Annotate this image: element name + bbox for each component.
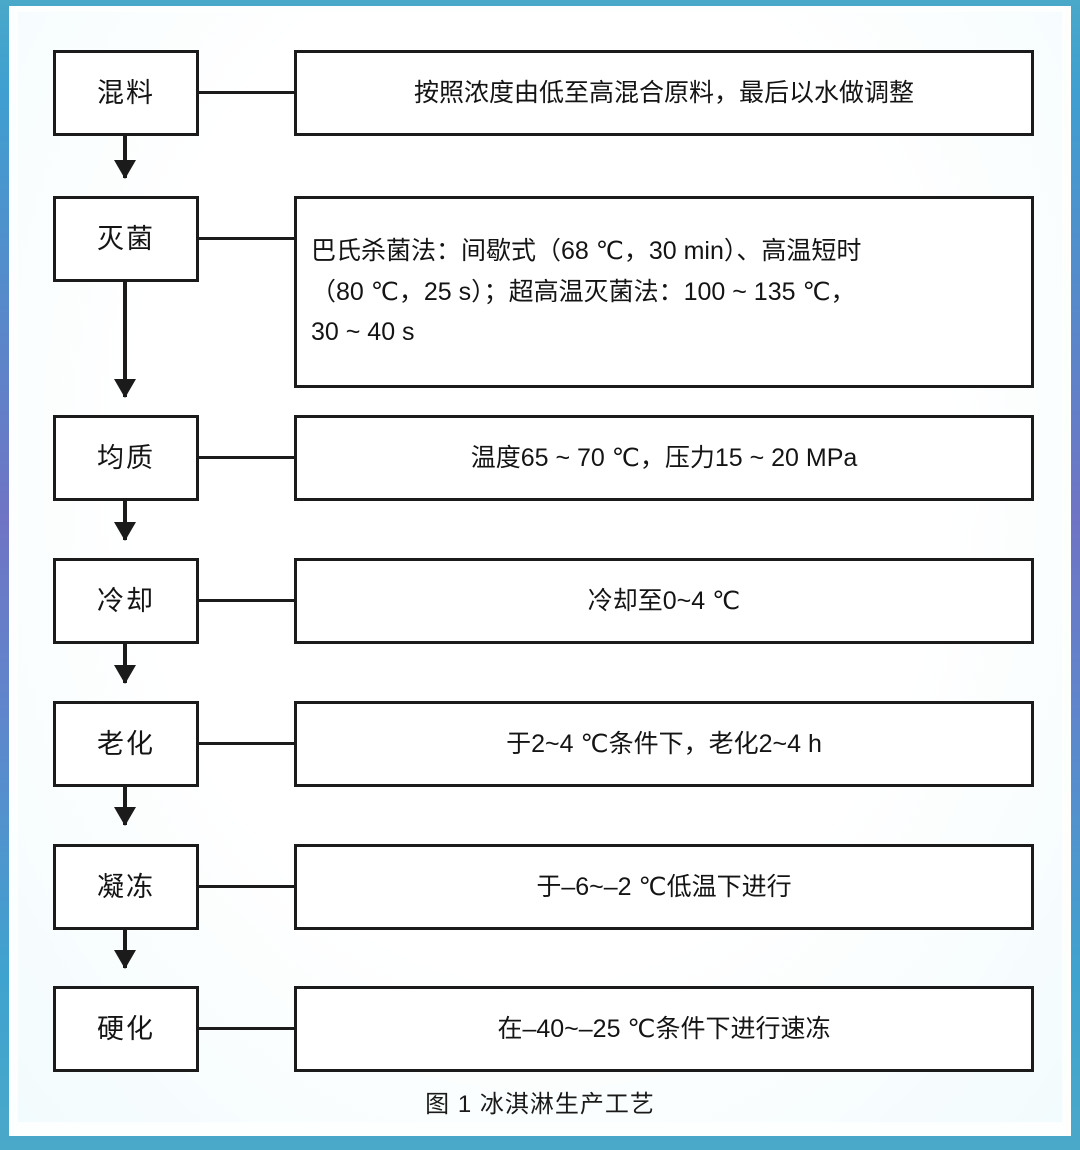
desc-text-cooling: 冷却至0~4 ℃ bbox=[587, 586, 741, 615]
desc-box-sterilization[interactable]: 巴氏杀菌法：间歇式（68 ℃，30 min）、高温短时 （80 ℃，25 s）；… bbox=[294, 196, 1034, 388]
desc-box-freezing[interactable]: 于–6~–2 ℃低温下进行 bbox=[294, 844, 1034, 930]
figure-canvas: 混料 按照浓度由低至高混合原料，最后以水做调整 灭菌 巴氏杀菌法：间歇式（68 … bbox=[9, 6, 1071, 1136]
connector-homogenization bbox=[197, 456, 297, 459]
connector-aging bbox=[197, 742, 297, 745]
desc-box-cooling[interactable]: 冷却至0~4 ℃ bbox=[294, 558, 1034, 644]
step-box-hardening[interactable]: 硬化 bbox=[53, 986, 199, 1072]
desc-text-freezing: 于–6~–2 ℃低温下进行 bbox=[536, 872, 792, 901]
arrow-sterilization-to-homogenization bbox=[114, 282, 136, 398]
connector-freezing bbox=[197, 885, 297, 888]
step-label-cooling: 冷却 bbox=[97, 585, 155, 616]
step-label-hardening: 硬化 bbox=[97, 1013, 155, 1044]
step-label-mixing: 混料 bbox=[97, 77, 155, 108]
desc-text-sterilization: 巴氏杀菌法：间歇式（68 ℃，30 min）、高温短时 （80 ℃，25 s）；… bbox=[311, 237, 862, 347]
connector-sterilization bbox=[197, 237, 297, 240]
step-label-homogenization: 均质 bbox=[97, 442, 155, 473]
desc-text-mixing: 按照浓度由低至高混合原料，最后以水做调整 bbox=[413, 78, 914, 107]
connector-cooling bbox=[197, 599, 297, 602]
step-label-sterilization: 灭菌 bbox=[97, 223, 155, 254]
arrow-homogenization-to-cooling bbox=[114, 501, 136, 541]
step-label-aging: 老化 bbox=[97, 728, 155, 759]
step-box-freezing[interactable]: 凝冻 bbox=[53, 844, 199, 930]
connector-hardening bbox=[197, 1027, 297, 1030]
desc-text-hardening: 在–40~–25 ℃条件下进行速冻 bbox=[497, 1014, 831, 1043]
desc-text-aging: 于2~4 ℃条件下，老化2~4 h bbox=[506, 729, 822, 758]
arrow-mixing-to-sterilization bbox=[114, 136, 136, 179]
arrow-aging-to-freezing bbox=[114, 787, 136, 826]
desc-text-homogenization: 温度65 ~ 70 ℃，压力15 ~ 20 MPa bbox=[470, 443, 858, 472]
step-box-aging[interactable]: 老化 bbox=[53, 701, 199, 787]
arrow-cooling-to-aging bbox=[114, 644, 136, 684]
desc-box-hardening[interactable]: 在–40~–25 ℃条件下进行速冻 bbox=[294, 986, 1034, 1072]
connector-mixing bbox=[197, 91, 297, 94]
step-label-freezing: 凝冻 bbox=[97, 871, 155, 902]
arrow-freezing-to-hardening bbox=[114, 930, 136, 969]
step-box-sterilization[interactable]: 灭菌 bbox=[53, 196, 199, 282]
flowchart: 混料 按照浓度由低至高混合原料，最后以水做调整 灭菌 巴氏杀菌法：间歇式（68 … bbox=[9, 6, 1071, 1136]
step-box-cooling[interactable]: 冷却 bbox=[53, 558, 199, 644]
step-box-homogenization[interactable]: 均质 bbox=[53, 415, 199, 501]
desc-box-mixing[interactable]: 按照浓度由低至高混合原料，最后以水做调整 bbox=[294, 50, 1034, 136]
figure-caption: 图 1 冰淇淋生产工艺 bbox=[425, 1091, 655, 1118]
desc-box-aging[interactable]: 于2~4 ℃条件下，老化2~4 h bbox=[294, 701, 1034, 787]
step-box-mixing[interactable]: 混料 bbox=[53, 50, 199, 136]
desc-box-homogenization[interactable]: 温度65 ~ 70 ℃，压力15 ~ 20 MPa bbox=[294, 415, 1034, 501]
